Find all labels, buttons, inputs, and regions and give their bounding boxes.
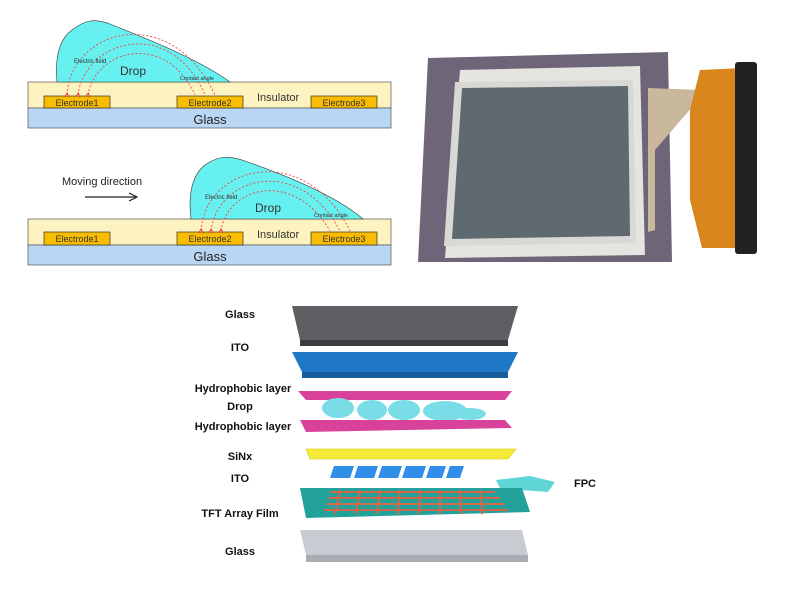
layer-glass-bottom-edge: [306, 555, 528, 562]
layer-glass-top-edge: [300, 340, 508, 346]
electrode-2-label: Electrode2: [188, 98, 231, 108]
tft-grid: [324, 489, 508, 515]
electrode-3: [310, 95, 378, 109]
field-lines: [201, 171, 351, 231]
electrode-3: [310, 231, 378, 246]
electrode-1-label: Electrode1: [55, 98, 98, 108]
electric-field-label: Electric field: [205, 195, 237, 201]
label-glass-bottom: Glass: [225, 546, 255, 558]
layer-ito-bottom-stripes: [330, 466, 464, 478]
insulator-label: Insulator: [257, 92, 300, 104]
device-photo: [418, 52, 757, 262]
fpc-connector: [735, 62, 757, 254]
label-hydrophobic-bottom: Hydrophobic layer: [195, 421, 292, 433]
label-ito-bottom: ITO: [231, 473, 250, 485]
panel-traces: [648, 88, 700, 232]
exploded-stack: Glass ITO Hydrophobic layer Drop Hydroph…: [195, 306, 596, 562]
drop-label: Drop: [255, 201, 281, 215]
label-ito-top: ITO: [231, 342, 250, 354]
electrode-3-label: Electrode3: [322, 234, 365, 244]
electrode-array: [452, 86, 630, 239]
ewod-diagram-2: Moving direction Electric field Drop Con…: [27, 156, 392, 266]
contact-angle-label: Contact angle: [314, 213, 348, 219]
electrode-3-label: Electrode3: [322, 98, 365, 108]
drop-label: Drop: [120, 64, 146, 78]
electric-field-label: Electric field: [74, 59, 106, 65]
electrode-2: [176, 95, 244, 109]
electrode-1: [43, 231, 111, 246]
ewod-diagram-1: Electric field Drop Contact angle Insula…: [27, 20, 392, 129]
label-drop: Drop: [227, 401, 253, 413]
arrow-right-icon: [85, 192, 139, 202]
label-glass-top: Glass: [225, 309, 255, 321]
drops: [322, 398, 486, 421]
electrode-2-label: Electrode2: [188, 234, 231, 244]
layer-hydrophobic-bottom: [300, 420, 512, 432]
glass-label: Glass: [193, 112, 227, 127]
layer-hydrophobic-top: [298, 391, 512, 400]
glass-label: Glass: [193, 249, 227, 264]
label-hydrophobic-top: Hydrophobic layer: [195, 383, 292, 395]
layer-ito-top-edge: [302, 372, 508, 378]
label-fpc: FPC: [574, 478, 596, 490]
contact-angle-label: Contact angle: [180, 76, 214, 82]
fpc-cable: [690, 68, 745, 248]
label-sinx: SiNx: [228, 451, 253, 463]
layer-sinx: [305, 448, 517, 460]
moving-direction-label: Moving direction: [62, 176, 142, 188]
electrode-1-label: Electrode1: [55, 234, 98, 244]
insulator-label: Insulator: [257, 229, 300, 241]
label-tft-array: TFT Array Film: [201, 508, 278, 520]
field-lines: [67, 34, 216, 95]
layer-ito-top: [292, 352, 518, 372]
layer-glass-bottom: [300, 530, 528, 555]
layer-glass-top: [292, 306, 518, 340]
